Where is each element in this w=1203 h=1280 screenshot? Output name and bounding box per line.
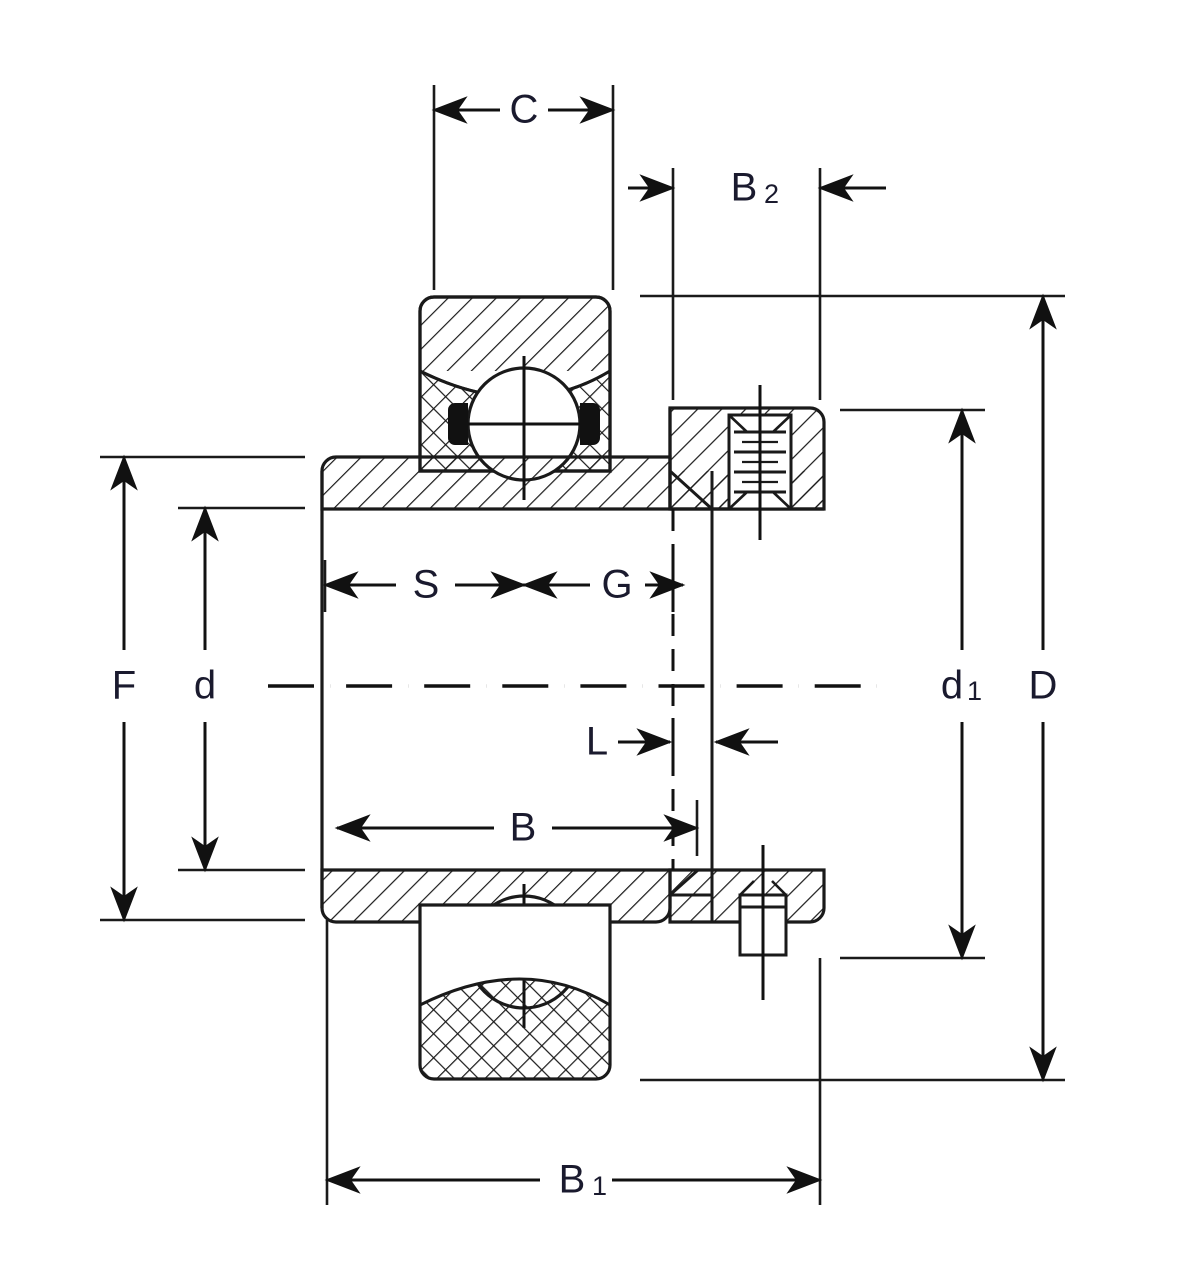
bearing-geometry <box>320 295 826 1081</box>
dimension-label-L: L <box>586 720 608 764</box>
outer-ring-lower <box>418 903 612 1081</box>
dimension-label-B2: B <box>731 166 758 210</box>
dimension-label-G: G <box>601 563 632 607</box>
dimension-G: G <box>521 563 686 607</box>
dimension-label-F: F <box>112 664 136 708</box>
dimension-label-B1: B <box>559 1158 586 1202</box>
dimension-label-B2-subscript: 2 <box>764 179 779 209</box>
inner-ring <box>320 455 672 924</box>
dimension-B1: B 1 <box>324 1158 823 1202</box>
dimension-label-B1-subscript: 1 <box>592 1171 607 1201</box>
set-screw-upper <box>727 385 793 540</box>
dimension-label-d1: d <box>941 664 963 708</box>
dimension-label-B: B <box>510 806 537 850</box>
dimension-B2: B 2 <box>628 166 886 210</box>
dimension-C: C <box>431 88 616 132</box>
dimension-label-D: D <box>1029 664 1058 708</box>
dimension-F: F <box>110 454 138 923</box>
set-screw-lower <box>738 845 788 1000</box>
dimension-d1: d 1 <box>941 407 982 961</box>
dimension-S: S <box>322 563 527 607</box>
dimension-L: L <box>586 720 778 764</box>
dimension-label-d1-subscript: 1 <box>967 676 982 706</box>
dimension-B: B <box>334 806 700 850</box>
dimension-D: D <box>1029 293 1058 1083</box>
dimension-label-S: S <box>413 563 440 607</box>
dimension-label-d: d <box>194 664 216 708</box>
dimension-label-C: C <box>510 88 539 132</box>
dimension-d: d <box>191 505 219 873</box>
